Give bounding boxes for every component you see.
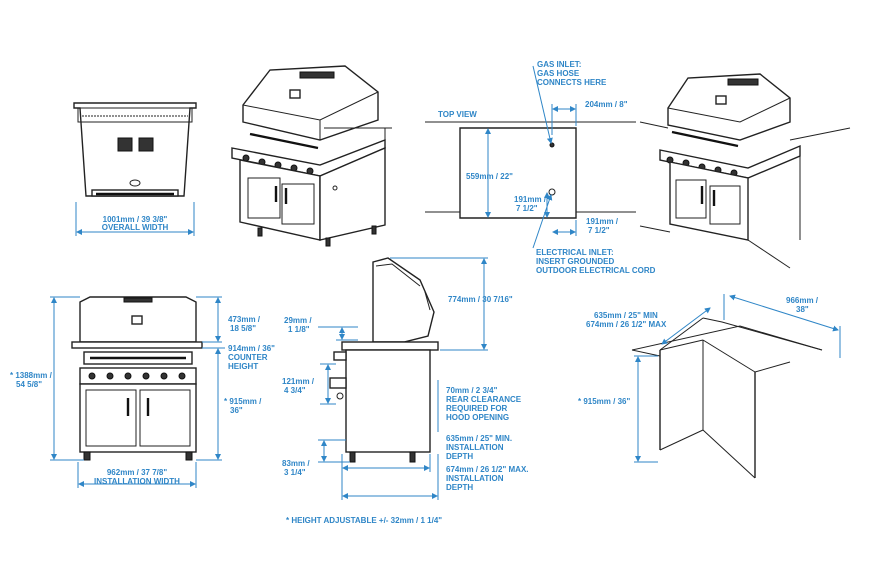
lip-label-1: 29mm / [284,316,312,325]
max-depth-label-1: 674mm / 26 1/2" MAX. [446,465,529,474]
gas-inlet-line3: CONNECTS HERE [537,78,607,87]
hood-open-label: 774mm / 30 7/16" [448,295,513,304]
cutout-height-label: * 915mm / 36" [578,397,630,406]
max-depth-label-3: DEPTH [446,483,473,492]
base-label-2: 3 1/4" [284,468,306,477]
rear-clearance-label-1: 70mm / 2 3/4" [446,386,498,395]
built-in-isometric [639,73,851,269]
counter-height-label-1: 914mm / 36" [228,344,275,353]
lip-label-2: 1 1/8" [288,325,310,334]
rear-clearance-label-3: REQUIRED FOR [446,404,508,413]
counter-height-label-2: COUNTER [228,353,268,362]
top-view: TOP VIEW GAS INLET: GAS HOSE CONNECTS HE… [425,60,656,275]
overall-width-caption: OVERALL WIDTH [102,223,169,232]
cutout-depth-label-1: 635mm / 25" MIN [594,311,658,320]
elec-horizontal-label-1: 191mm / [586,217,619,226]
counter-cutout-view: 966mm / 38" 635mm / 25" MIN 674mm / 26 1… [578,294,841,479]
cutout-width-label-1: 966mm / [786,296,819,305]
installation-front-view: * 1388mm / 54 5/8" 473mm / 18 5/8" 914mm… [10,296,275,488]
cutout-depth-label-2: 674mm / 26 1/2" MAX [586,320,667,329]
rear-clearance-label-4: HOOD OPENING [446,413,509,422]
gas-offset-label: 204mm / 8" [585,100,628,109]
top-depth-label: 559mm / 22" [466,172,513,181]
cabinet-height-label-2: 36" [230,406,243,415]
isometric-grill-cart [231,65,392,247]
base-label-1: 83mm / [282,459,310,468]
elec-horizontal-label-2: 7 1/2" [588,226,610,235]
elec-vertical-label-2: 7 1/2" [516,204,538,213]
height-adjustable-footnote: * HEIGHT ADJUSTABLE +/- 32mm / 1 1/4" [286,516,442,525]
elec-inlet-line2: INSERT GROUNDED [536,257,614,266]
total-height-label-1: * 1388mm / [10,371,53,380]
elec-inlet-line3: OUTDOOR ELECTRICAL CORD [536,266,656,275]
counter-height-label-3: HEIGHT [228,362,258,371]
knob-label-2: 4 3/4" [284,386,306,395]
front-view-grill: 1001mm / 39 3/8" OVERALL WIDTH [73,102,197,236]
rear-clearance-label-2: REAR CLEARANCE [446,395,522,404]
max-depth-label-2: INSTALLATION [446,474,504,483]
hood-height-label-1: 473mm / [228,315,261,324]
knob-label-1: 121mm / [282,377,315,386]
install-width-label-1: 962mm / 37 7/8" [107,468,167,477]
elec-inlet-title: ELECTRICAL INLET: [536,248,614,257]
min-depth-label-1: 635mm / 25" MIN. [446,434,512,443]
top-view-title: TOP VIEW [438,110,477,119]
cutout-width-label-2: 38" [796,305,809,314]
min-depth-label-3: DEPTH [446,452,473,461]
min-depth-label-2: INSTALLATION [446,443,504,452]
total-height-label-2: 54 5/8" [16,380,42,389]
gas-inlet-title: GAS INLET: [537,60,581,69]
side-view: 29mm / 1 1/8" 121mm / 4 3/4" 83mm / 3 1/… [282,257,529,525]
elec-vertical-label-1: 191mm / [514,195,547,204]
hood-height-label-2: 18 5/8" [230,324,256,333]
install-width-label-2: INSTALLATION WIDTH [94,477,180,486]
gas-inlet-line2: GAS HOSE [537,69,580,78]
cabinet-height-label-1: * 915mm / [224,397,262,406]
overall-width-label: 1001mm / 39 3/8" [103,215,168,224]
